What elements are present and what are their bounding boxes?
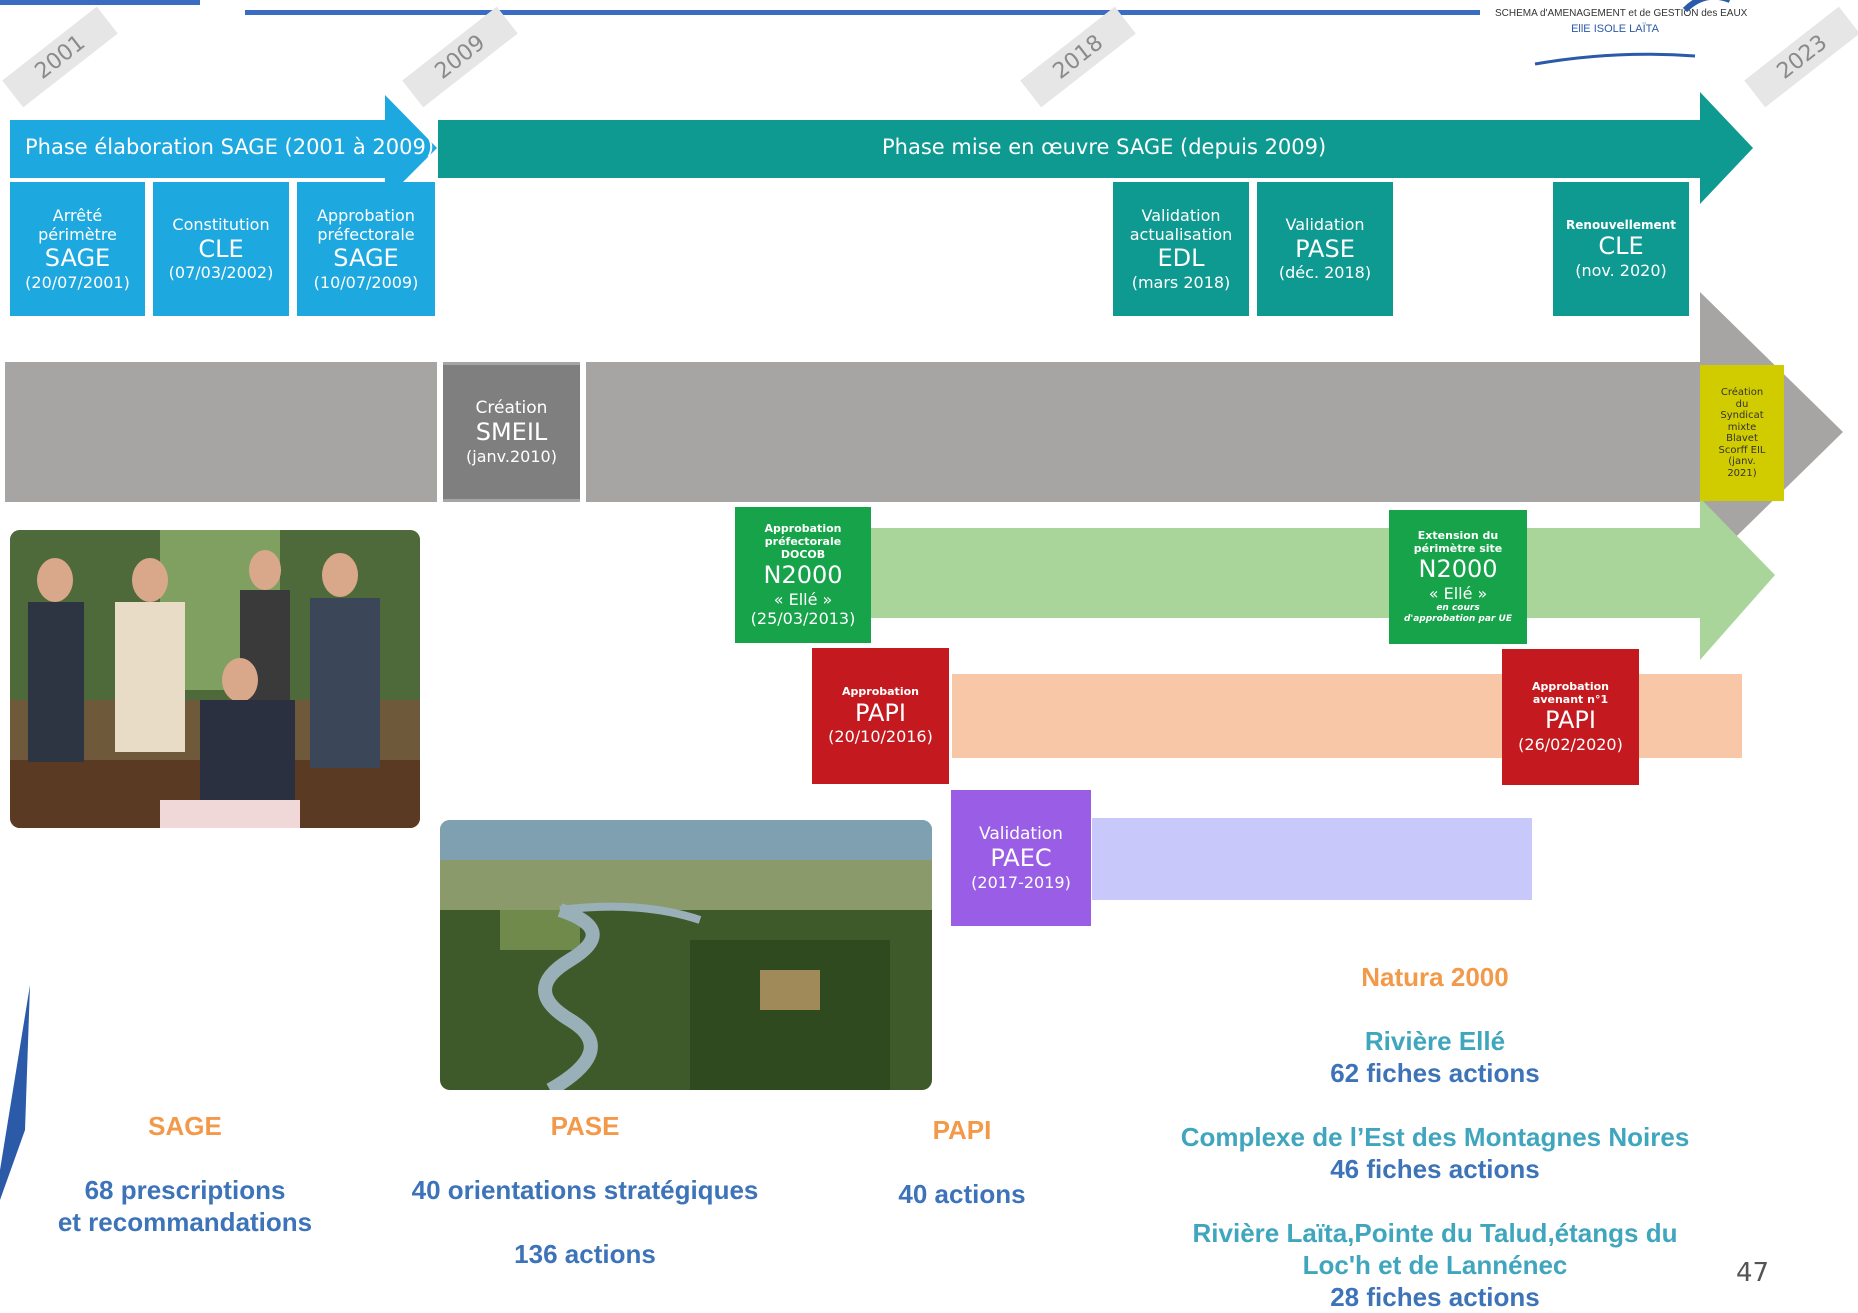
- summary-sage-line1: 68 prescriptions: [84, 1175, 286, 1205]
- signing-photo-image: [10, 530, 420, 828]
- header-rule: [245, 10, 1480, 15]
- milestone-constitution-cle: Constitution CLE (07/03/2002): [153, 182, 289, 316]
- milestone-arrete-sage: Arrêté périmètre SAGE (20/07/2001): [10, 182, 145, 316]
- paec-band: [1092, 818, 1532, 900]
- summary-papi: PAPI 40 actions: [862, 1114, 1062, 1210]
- logo-mark-icon: [1682, 0, 1730, 13]
- milestone-validation-pase: Validation PASE (déc. 2018): [1257, 182, 1393, 316]
- summary-papi-line1: 40 actions: [898, 1179, 1026, 1209]
- left-blue-deco: [0, 985, 30, 1200]
- summary-natura-site2-count: 46 fiches actions: [1330, 1154, 1540, 1184]
- summary-papi-title: PAPI: [932, 1115, 992, 1145]
- phase-elaboration-label: Phase élaboration SAGE (2001 à 2009): [25, 135, 435, 159]
- milestone-renouvellement-cle: Renouvellement CLE (nov. 2020): [1553, 182, 1689, 316]
- summary-sage: SAGE 68 prescriptions et recommandations: [20, 1110, 350, 1238]
- header-left-corner: [0, 0, 200, 5]
- summary-natura-title: Natura 2000: [1361, 962, 1509, 992]
- summary-natura-2000: Natura 2000 Rivière Ellé 62 fiches actio…: [1140, 961, 1730, 1313]
- logo-swoosh-icon: [1534, 52, 1696, 66]
- milestone-creation-syndicat: Création du Syndicat mixte Blavet Scorff…: [1700, 365, 1784, 501]
- phase-elaboration-arrow: [10, 95, 437, 200]
- aerial-photo-image: [440, 820, 932, 1090]
- summary-natura-site1-name: Rivière Ellé: [1364, 1026, 1506, 1056]
- summary-pase-title: PASE: [550, 1111, 620, 1141]
- aerial-river-photo: [440, 820, 932, 1090]
- grey-band-gap-left: [437, 362, 443, 502]
- milestone-paec: Validation PAEC (2017-2019): [951, 790, 1091, 926]
- n2000-band-arrow: [870, 498, 1775, 660]
- summary-natura-site3-name-l2: Loc'h et de Lannénec: [1302, 1250, 1568, 1280]
- grey-band-gap-right: [580, 362, 586, 502]
- summary-pase-line1: 40 orientations stratégiques: [411, 1175, 759, 1205]
- phase-mise-en-oeuvre-arrow: [438, 92, 1753, 204]
- summary-pase: PASE 40 orientations stratégiques 136 ac…: [380, 1110, 790, 1270]
- milestone-n2000-extension: Extension du périmètre site N2000 « Ellé…: [1389, 510, 1527, 644]
- logo-line-2: EllE ISOLE LAÏTA: [1571, 23, 1659, 35]
- milestone-n2000-docob: Approbation préfectorale DOCOB N2000 « E…: [735, 507, 871, 643]
- milestone-validation-edl: Validation actualisation EDL (mars 2018): [1113, 182, 1249, 316]
- logo-line-1: SCHEMA d'AMENAGEMENT et de GESTION des E…: [1495, 8, 1748, 19]
- signing-ceremony-photo: [10, 530, 420, 828]
- sage-logo: SCHEMA d'AMENAGEMENT et de GESTION des E…: [1495, 0, 1748, 68]
- milestone-approbation-sage: Approbation préfectorale SAGE (10/07/200…: [297, 182, 435, 316]
- milestone-creation-smeil: Création SMEIL (janv.2010): [443, 365, 580, 499]
- summary-natura-site1-count: 62 fiches actions: [1330, 1058, 1540, 1088]
- summary-natura-site2-name: Complexe de l’Est des Montagnes Noires: [1180, 1122, 1690, 1152]
- summary-natura-site3-count: 28 fiches actions: [1330, 1282, 1540, 1312]
- milestone-papi-2016: Approbation PAPI (20/10/2016): [812, 648, 949, 784]
- summary-sage-title: SAGE: [148, 1111, 222, 1141]
- summary-pase-line2: 136 actions: [514, 1239, 656, 1269]
- summary-natura-site3-name-l1: Rivière Laïta,Pointe du Talud,étangs du: [1192, 1218, 1678, 1248]
- milestone-papi-2020: Approbation avenant n°1 PAPI (26/02/2020…: [1502, 649, 1639, 785]
- grey-band-arrow: [5, 292, 1843, 572]
- phase-mise-en-oeuvre-label: Phase mise en œuvre SAGE (depuis 2009): [882, 135, 1327, 159]
- page-number: 47: [1736, 1258, 1770, 1288]
- summary-sage-line2: et recommandations: [57, 1207, 313, 1237]
